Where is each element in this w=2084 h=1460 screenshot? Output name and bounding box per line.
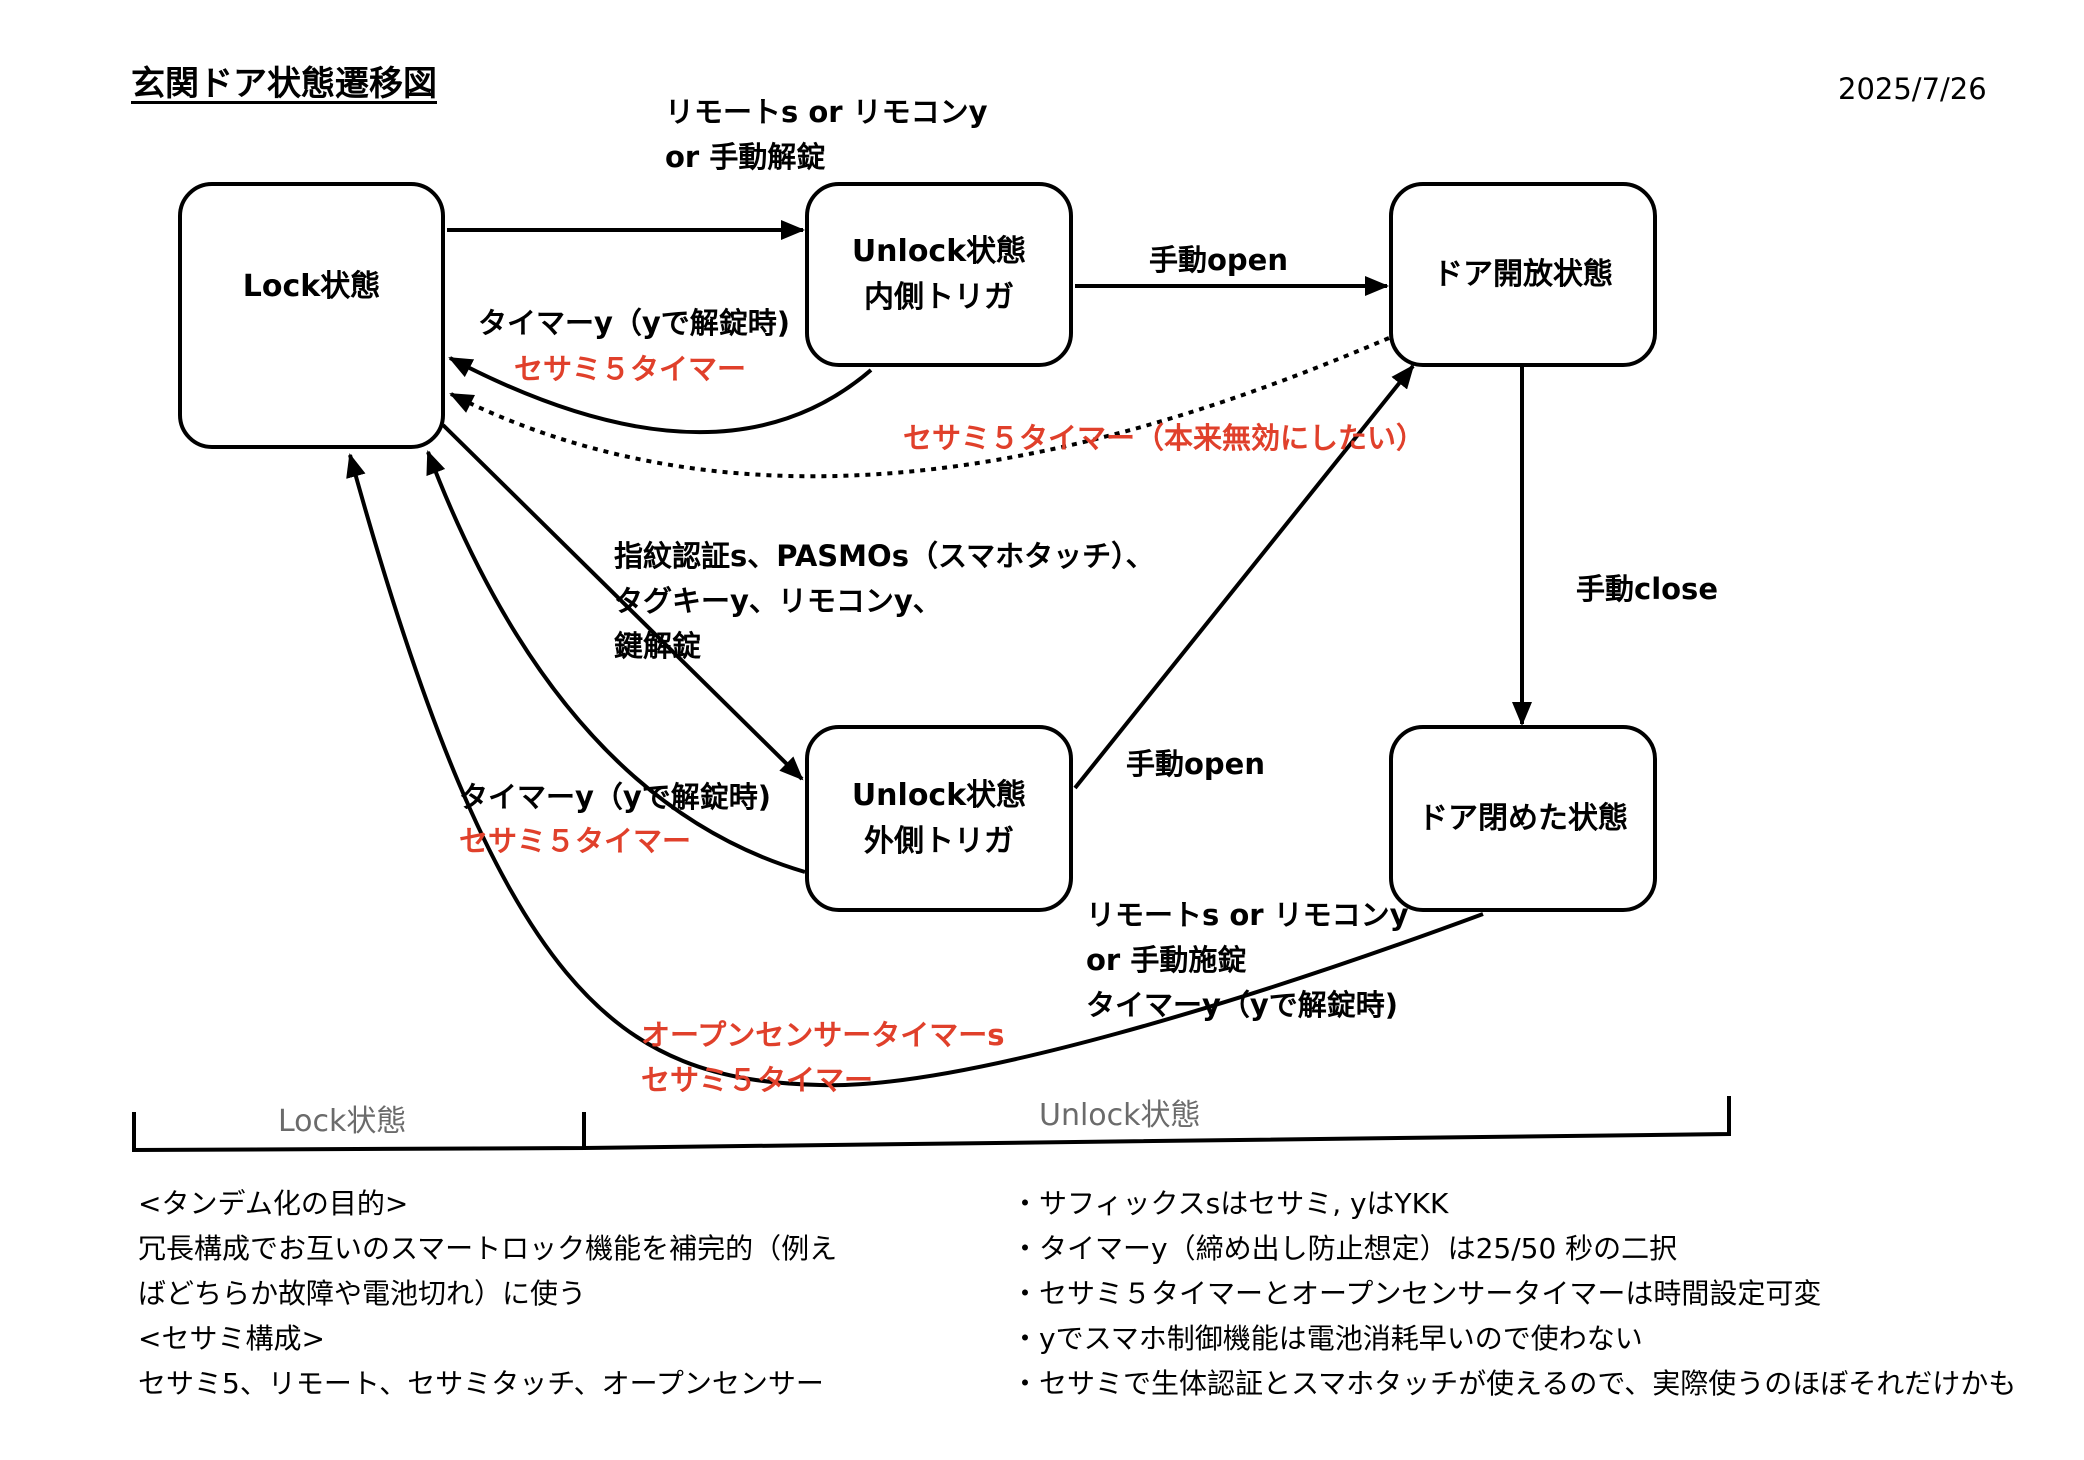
arrow-door-closed-to-lock — [346, 453, 1484, 1088]
page-title: 玄関ドア状態遷移図 — [131, 64, 437, 104]
label-door-open-to-door-closed: 手動close — [1576, 572, 1718, 606]
note-line: ・サフィックスsはセサミ, yはYKK — [1011, 1187, 1449, 1220]
state-lock: Lock状態 — [178, 182, 445, 449]
note-line: <セサミ構成> — [138, 1322, 325, 1355]
label-line: 指紋認証s、PASMOs（スマホタッチ）、 — [614, 539, 1155, 573]
label-line: タイマーy（yで解錠時) — [1086, 988, 1399, 1022]
label-line: or 手動施錠 — [1086, 943, 1247, 977]
timeline-label-unlock: Unlock状態 — [1039, 1098, 1201, 1133]
state-lock-label: Lock状態 — [242, 269, 381, 304]
state-unlock-outer-trigger: 外側トリガ — [864, 823, 1014, 859]
timeline-label-lock: Lock状態 — [278, 1104, 407, 1139]
notes-right: ・サフィックスsはセサミ, yはYKK ・タイマーy（締め出し防止想定）は25/… — [1011, 1181, 2016, 1406]
label-lock-to-unlock-outer: 指紋認証s、PASMOs（スマホタッチ）、 タグキーy、リモコンy、 鍵解錠 — [614, 534, 1155, 669]
arrow-unlock-outer-to-door-open — [1073, 364, 1415, 790]
state-unlock-inner-trigger: 内側トリガ — [864, 279, 1014, 315]
date-label: 2025/7/26 — [1838, 72, 1987, 106]
label-door-closed-to-lock-red: オープンセンサータイマーs セサミ５タイマー — [641, 1013, 1005, 1103]
note-line: <タンデム化の目的> — [138, 1187, 409, 1220]
label-lock-to-unlock-inner: リモートs or リモコンy or 手動解錠 — [665, 90, 988, 180]
arrow-unlock-inner-to-lock — [448, 356, 873, 434]
arrow-unlock-outer-to-lock — [426, 450, 806, 874]
label-door-closed-to-lock-black: リモートs or リモコンy or 手動施錠 タイマーy（yで解錠時) — [1086, 893, 1409, 1028]
label-line: オープンセンサータイマーs — [641, 1018, 1005, 1052]
label-unlock-outer-to-lock-sesame: セサミ５タイマー — [459, 824, 692, 858]
label-door-open-to-lock: セサミ５タイマー（本来無効にしたい） — [903, 421, 1426, 455]
note-line: ばどちらか故障や電池切れ）に使う — [138, 1277, 587, 1310]
state-door-open: ドア開放状態 — [1389, 182, 1657, 367]
state-unlock-outer-label: Unlock状態 — [851, 777, 1027, 813]
label-line: 鍵解錠 — [614, 629, 702, 663]
state-door-closed-label: ドア閉めた状態 — [1418, 800, 1628, 836]
note-line: ・セサミ５タイマーとオープンセンサータイマーは時間設定可変 — [1011, 1277, 1822, 1310]
notes-left: <タンデム化の目的> 冗長構成でお互いのスマートロック機能を補完的（例え ばどち… — [138, 1181, 837, 1406]
note-line: ・セサミで生体認証とスマホタッチが使えるので、実際使うのほぼそれだけかも — [1011, 1367, 2017, 1400]
arrow-lock-to-unlock-outer — [441, 423, 804, 781]
state-door-closed: ドア閉めた状態 — [1389, 725, 1657, 912]
label-line: セサミ５タイマー — [641, 1063, 874, 1097]
timeline-bracket-lock — [132, 1112, 586, 1153]
state-unlock-inner-label: Unlock状態 — [851, 233, 1027, 269]
label-line: タグキーy、リモコンy、 — [614, 584, 942, 618]
label-unlock-inner-to-lock-sesame: セサミ５タイマー — [514, 352, 747, 386]
label-line: リモートs or リモコンy — [1086, 898, 1409, 932]
label-line: or 手動解錠 — [665, 140, 826, 174]
note-line: 冗長構成でお互いのスマートロック機能を補完的（例え — [138, 1232, 838, 1265]
state-unlock-outer: Unlock状態 外側トリガ — [805, 725, 1073, 912]
label-unlock-inner-to-door-open: 手動open — [1149, 243, 1288, 277]
state-unlock-inner: Unlock状態 内側トリガ — [805, 182, 1073, 367]
label-unlock-outer-to-lock-timer: タイマーy（yで解錠時) — [459, 780, 772, 814]
label-unlock-outer-to-door-open: 手動open — [1126, 747, 1265, 781]
timeline-bracket-unlock — [583, 1096, 1731, 1150]
note-line: ・タイマーy（締め出し防止想定）は25/50 秒の二択 — [1011, 1232, 1678, 1265]
note-line: セサミ5、リモート、セサミタッチ、オープンセンサー — [138, 1367, 824, 1400]
note-line: ・yでスマホ制御機能は電池消耗早いので使わない — [1011, 1322, 1643, 1355]
label-line: リモートs or リモコンy — [665, 95, 988, 129]
arrow-door-open-to-lock-dotted — [449, 336, 1390, 479]
label-unlock-inner-to-lock-timer: タイマーy（yで解錠時) — [478, 306, 791, 340]
state-door-open-label: ドア開放状態 — [1433, 256, 1613, 292]
